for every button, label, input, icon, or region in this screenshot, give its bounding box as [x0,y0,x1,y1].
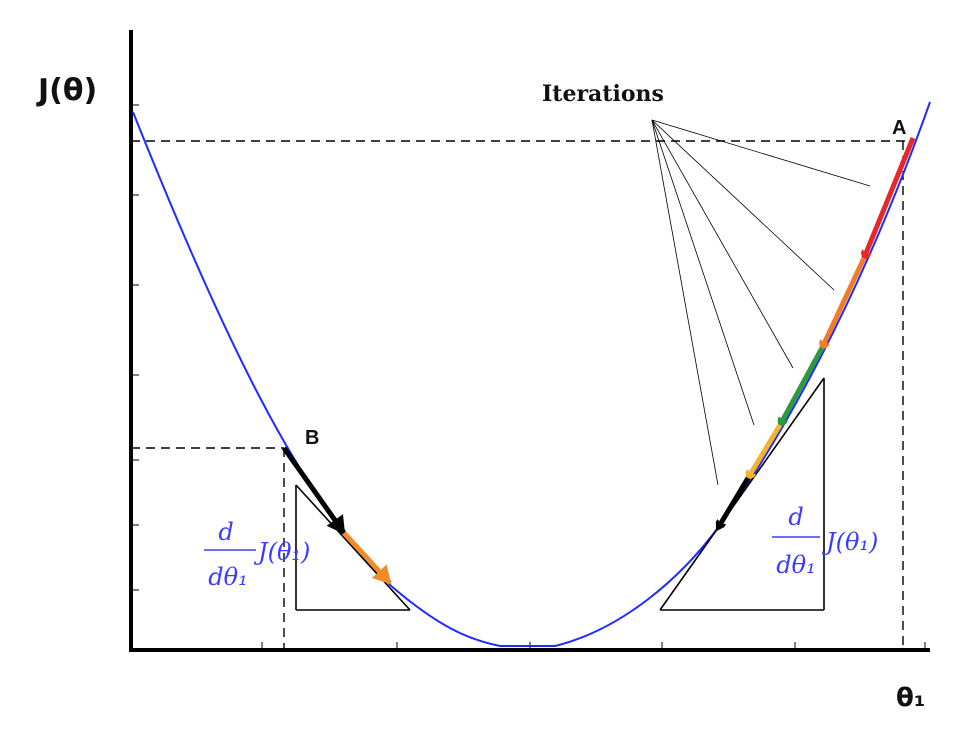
iterations-pointer-lines [651,119,871,486]
b-step-1 [281,446,347,535]
dashed-guides [131,140,905,650]
point-b-label: B [305,427,319,449]
cost-curve [132,101,931,647]
tangent-triangle-left [295,484,411,611]
derivative-label-left: d dθ₁ J(θ₁) [204,518,310,591]
iteration-step-2 [822,256,867,348]
y-axis-label: J(θ) [36,73,97,108]
b-step-2 [342,531,392,585]
tangent-triangle-right [659,377,825,611]
iteration-step-4 [748,423,783,478]
iteration-step-1 [864,137,916,258]
iteration-step-5 [718,476,751,528]
derivative-denominator: dθ₁ [208,563,247,591]
y-axis-ticks [131,104,139,591]
x-axis-ticks [261,642,926,650]
derivative-function: J(θ₁) [821,528,878,556]
iteration-step-3 [780,346,825,425]
derivative-denominator: dθ₁ [776,551,815,579]
derivative-numerator: d [218,518,233,546]
x-axis-label: θ₁ [896,683,925,713]
derivative-function: J(θ₁) [253,538,310,566]
iterations-label: Iterations [542,81,664,107]
derivative-label-right: d dθ₁ J(θ₁) [772,503,878,579]
derivative-numerator: d [788,503,803,531]
point-a-label: A [892,117,906,139]
